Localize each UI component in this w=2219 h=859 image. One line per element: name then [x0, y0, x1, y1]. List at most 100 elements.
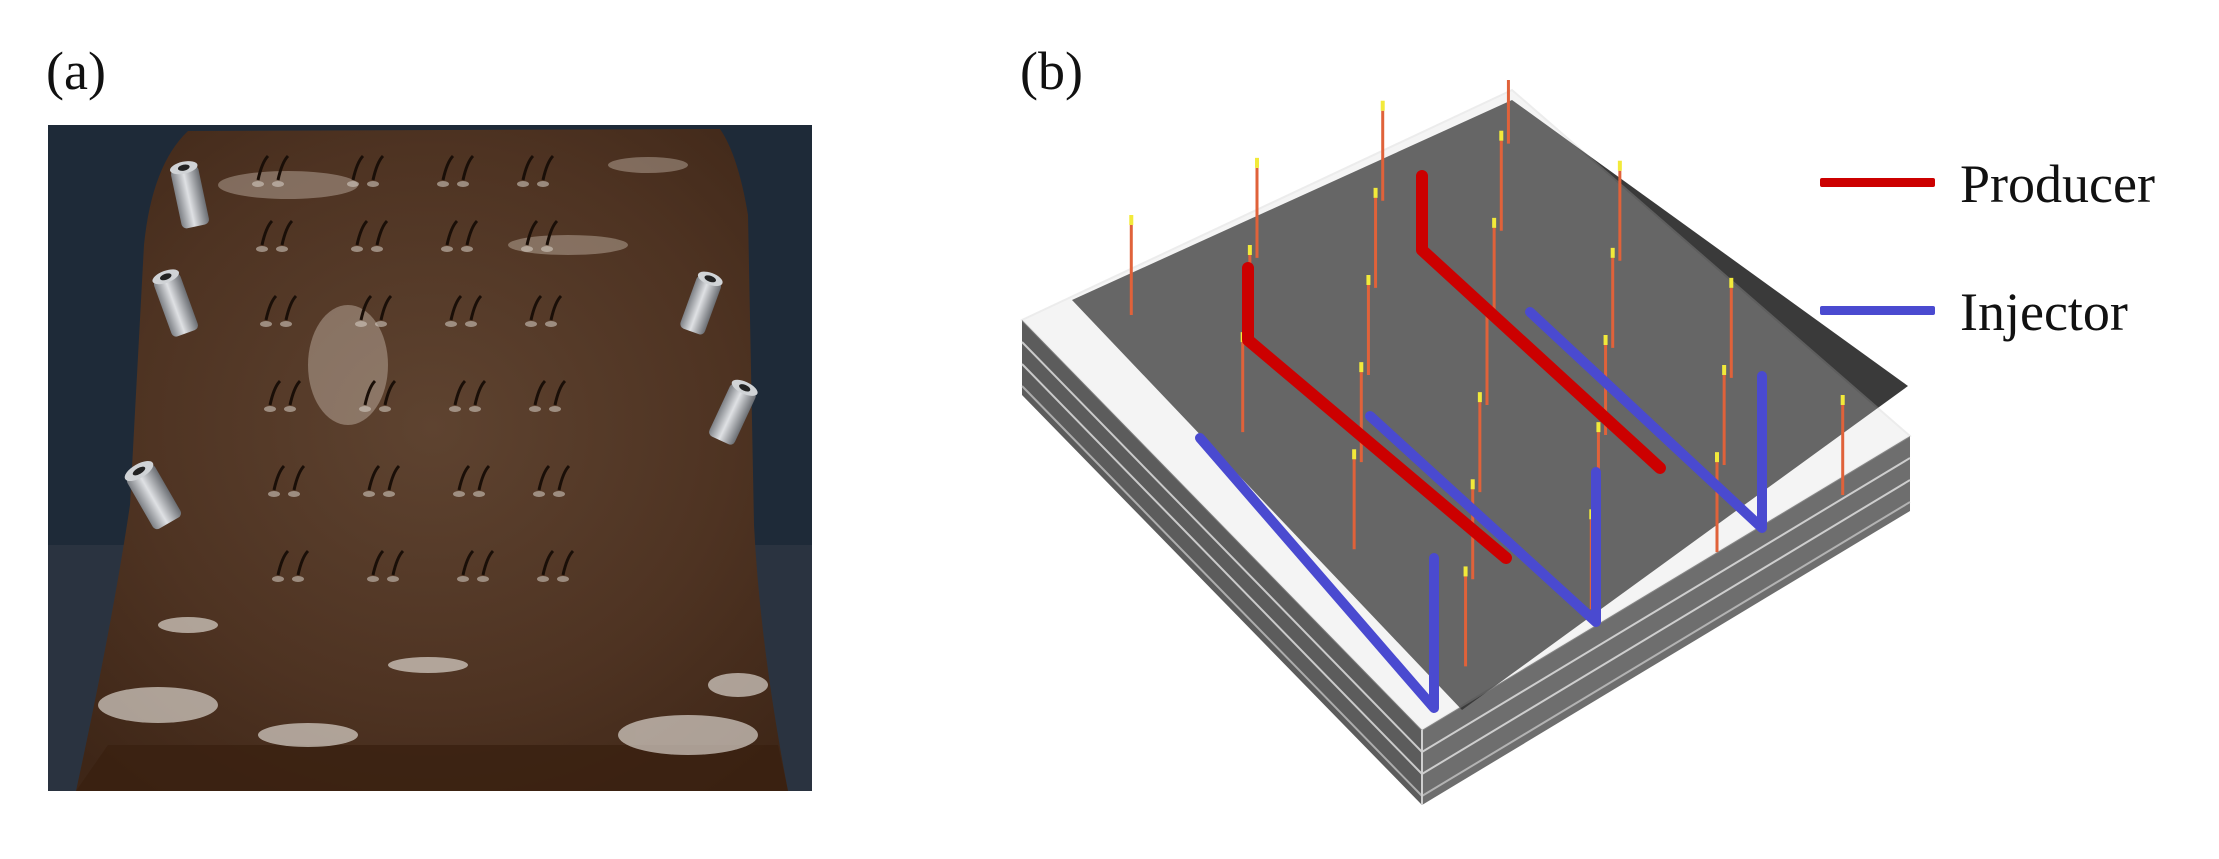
probe-hole: [557, 464, 571, 491]
probe-hole: [477, 464, 491, 491]
fitting-left-top: [170, 161, 210, 229]
slab-right-side: [1422, 436, 1910, 805]
reservoir-3d-model: [1020, 80, 1912, 805]
probe-hole-sheen: [549, 406, 561, 412]
legend-producer-swatch: [1820, 178, 1935, 187]
probe-hole: [256, 154, 270, 181]
probe-hole-sheen: [375, 321, 387, 327]
probe-hole: [525, 219, 539, 246]
fitting-right-bottom: [709, 379, 758, 445]
probe-hole-sheen: [449, 406, 461, 412]
probe-hole: [541, 549, 555, 576]
probe-hole: [363, 379, 377, 406]
probe-hole: [529, 294, 543, 321]
probe-hole-sheen: [537, 576, 549, 582]
probe-hole: [461, 549, 475, 576]
probe-hole-sheen: [521, 246, 533, 252]
probe-hole: [351, 154, 365, 181]
probe-hole-sheen: [545, 321, 557, 327]
fitting-left-bottom: [124, 460, 182, 530]
probe-hole-sheen: [437, 181, 449, 187]
legend-producer-label: Producer: [1960, 154, 2155, 214]
probe-hole-sheen: [529, 406, 541, 412]
probe-hole-sheen: [292, 576, 304, 582]
probe-hole-sheen: [525, 321, 537, 327]
producer-well-1: [1242, 262, 1512, 564]
probe-hole: [260, 219, 274, 246]
probe-hole-sheen: [537, 181, 549, 187]
probe-hole-sheen: [276, 246, 288, 252]
probe-hole-sheen: [473, 491, 485, 497]
probe-hole: [359, 294, 373, 321]
panel-label-a: (a): [46, 41, 106, 101]
probe-hole: [387, 464, 401, 491]
fitting-right-top: [680, 271, 723, 335]
probe-hole: [296, 549, 310, 576]
probe-hole-sheen: [457, 181, 469, 187]
probe-hole: [561, 549, 575, 576]
probe-hole-sheen: [363, 491, 375, 497]
producer-wells: [1242, 170, 1666, 564]
probe-hole: [457, 464, 471, 491]
sand-pack-slab: [76, 129, 788, 791]
probe-hole-sheen: [441, 246, 453, 252]
probe-hole-sheen: [371, 246, 383, 252]
probe-hole-sheen: [477, 576, 489, 582]
probe-hole-sheen: [272, 576, 284, 582]
injector-wells: [1195, 307, 1767, 713]
probe-hole-sheen: [252, 181, 264, 187]
probe-hole-sheen: [445, 321, 457, 327]
legend-injector-label: Injector: [1960, 282, 2128, 342]
probe-hole-sheen: [264, 406, 276, 412]
probe-hole-sheen: [533, 491, 545, 497]
probe-hole-sheen: [280, 321, 292, 327]
probe-hole: [553, 379, 567, 406]
probe-hole: [537, 464, 551, 491]
probe-hole: [545, 219, 559, 246]
probe-hole-sheen: [272, 181, 284, 187]
probe-hole-sheen: [367, 576, 379, 582]
probe-hole-sheen: [359, 406, 371, 412]
monitoring-probes: [1129, 80, 1845, 667]
probe-hole: [469, 294, 483, 321]
probe-hole: [268, 379, 282, 406]
probe-hole: [441, 154, 455, 181]
probe-hole-sheen: [541, 246, 553, 252]
probe-hole-sheen: [260, 321, 272, 327]
injector-well-2: [1365, 411, 1601, 627]
probe-hole: [367, 464, 381, 491]
probe-hole-sheen: [465, 321, 477, 327]
probe-holes: [252, 154, 575, 582]
probe-hole: [375, 219, 389, 246]
probe-hole: [449, 294, 463, 321]
probe-hole-sheen: [256, 246, 268, 252]
probe-hole-sheen: [355, 321, 367, 327]
probe-hole-sheen: [469, 406, 481, 412]
probe-hole: [453, 379, 467, 406]
probe-hole-sheen: [453, 491, 465, 497]
injector-well-1: [1195, 433, 1439, 713]
probe-hole-sheen: [383, 491, 395, 497]
probe-hole: [276, 549, 290, 576]
probe-hole: [465, 219, 479, 246]
probe-hole: [473, 379, 487, 406]
injector-well-3: [1525, 307, 1767, 533]
probe-hole-sheen: [268, 491, 280, 497]
probe-hole: [541, 154, 555, 181]
probe-hole-sheen: [457, 576, 469, 582]
probe-hole-sheen: [347, 181, 359, 187]
probe-hole: [288, 379, 302, 406]
probe-hole-sheen: [557, 576, 569, 582]
probe-hole: [481, 549, 495, 576]
fitting-left-mid: [152, 269, 199, 337]
probe-hole: [445, 219, 459, 246]
legend-injector-swatch: [1820, 306, 1935, 315]
probe-hole: [521, 154, 535, 181]
probe-hole: [371, 549, 385, 576]
probe-hole: [264, 294, 278, 321]
panel-label-b: (b): [1020, 41, 1083, 101]
slab-top-surface: [1072, 100, 1908, 710]
probe-hole: [272, 464, 286, 491]
probe-hole: [280, 219, 294, 246]
surface-sheen: [218, 157, 688, 425]
